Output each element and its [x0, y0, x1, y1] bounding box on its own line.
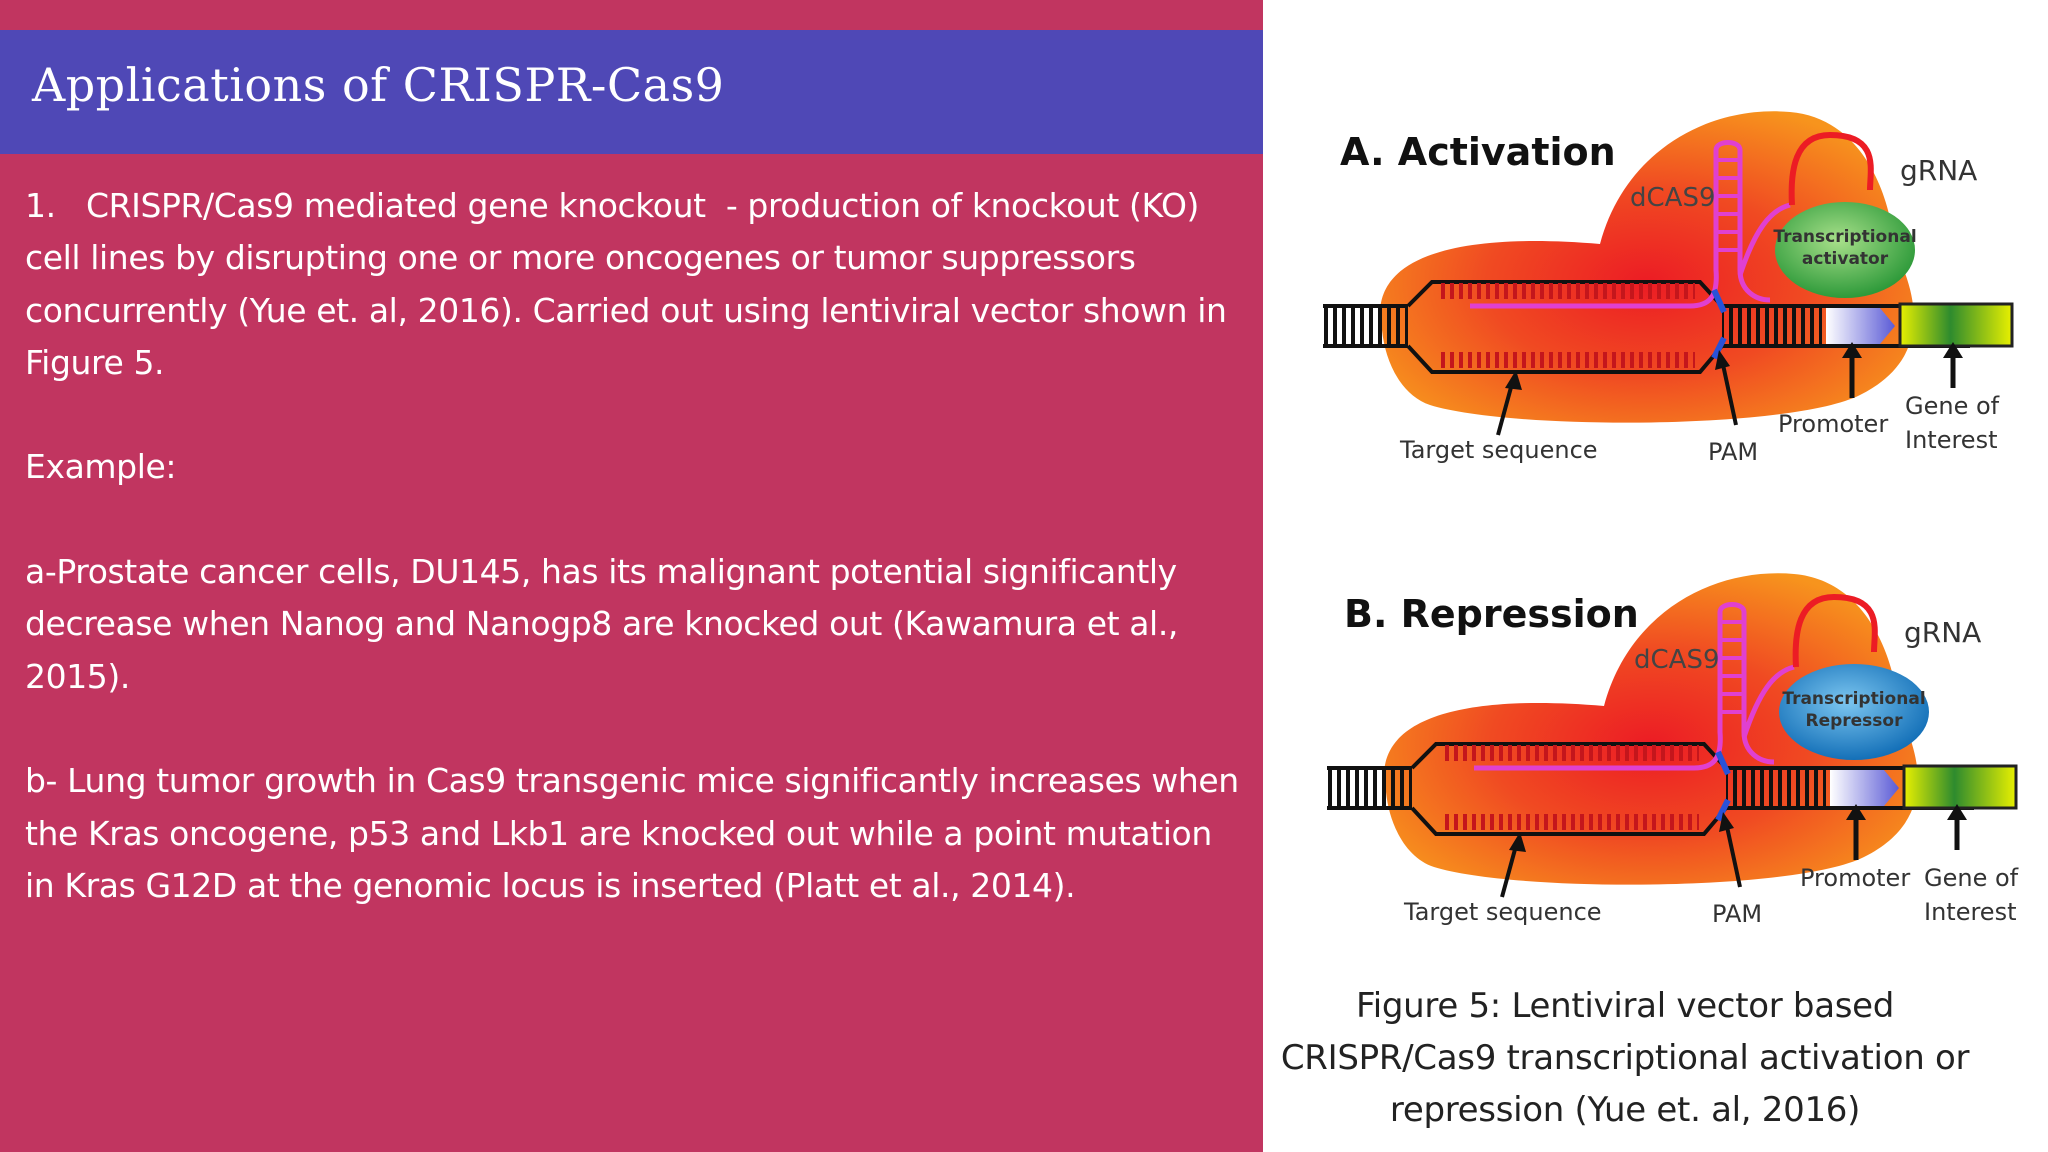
dcas9-label: dCAS9: [1634, 645, 1720, 675]
gene-label-line2: Interest: [1924, 898, 2016, 926]
transcriptional-activator: [1775, 202, 1915, 298]
spacer: [25, 703, 1250, 755]
panel-repression: Transcriptional Repressor B. Repression …: [1327, 573, 2019, 928]
nontarget-strand-rungs: [1444, 814, 1699, 830]
promoter-arrow: [1830, 770, 1899, 806]
spacer: [25, 494, 1250, 546]
target-sequence-label: Target sequence: [1399, 436, 1598, 464]
grna-strand: [1474, 602, 1775, 771]
crispr-figure: Transcriptional activator A. Activation …: [1323, 111, 2019, 928]
grna-label: gRNA: [1900, 154, 1977, 187]
target-sequence-label: Target sequence: [1403, 898, 1602, 926]
target-strand-rungs: [1444, 745, 1699, 761]
promoter-label: Promoter: [1778, 410, 1888, 438]
gene-label-line1: Gene of: [1924, 864, 2019, 892]
nontarget-strand-rungs: [1440, 352, 1695, 368]
gene-box: [1898, 302, 2014, 348]
panel-activation: Transcriptional activator A. Activation …: [1323, 111, 2014, 466]
promoter-arrow: [1826, 308, 1895, 344]
grna-strand: [1470, 140, 1771, 309]
pam-label: PAM: [1708, 438, 1758, 466]
dna-left-rungs: [1327, 770, 1412, 806]
paragraph-example-a: a-Prostate cancer cells, DU145, has its …: [25, 552, 1179, 696]
title-bar: [0, 30, 1263, 154]
gene-box: [1902, 764, 2018, 810]
slide-content-panel: [0, 0, 1263, 1152]
figure-caption: Figure 5: Lentiviral vector based CRISPR…: [1280, 986, 1970, 1130]
pam-mark: [1715, 750, 1731, 776]
dcas9-label: dCAS9: [1630, 183, 1716, 213]
figure-area: Transcriptional activator A. Activation …: [1270, 0, 2048, 1152]
grna-label: gRNA: [1904, 616, 1981, 649]
dna-right-rungs: [1722, 308, 1822, 344]
effector-label-line2: Repressor: [1805, 711, 1903, 731]
dna-right-rungs: [1726, 770, 1826, 806]
dna-left-rungs: [1323, 308, 1408, 344]
linker: [1788, 131, 1874, 206]
panel-heading: B. Repression: [1344, 592, 1639, 636]
paragraph-example-label: Example:: [25, 447, 177, 487]
effector-label-line1: Transcriptional: [1782, 689, 1925, 709]
transcriptional-repressor: [1779, 664, 1929, 760]
spacer: [25, 389, 1250, 441]
paragraph-knockout: 1. CRISPR/Cas9 mediated gene knockout - …: [25, 186, 1227, 382]
effector-label-line1: Transcriptional: [1773, 227, 1916, 247]
pam-mark: [1711, 288, 1727, 314]
linker: [1792, 593, 1878, 668]
gene-label-line2: Interest: [1905, 426, 1997, 454]
pam-label: PAM: [1712, 900, 1762, 928]
effector-label-line2: activator: [1802, 249, 1889, 269]
slide-body: 1. CRISPR/Cas9 mediated gene knockout - …: [25, 180, 1250, 912]
gene-label-line1: Gene of: [1905, 392, 2000, 420]
promoter-label: Promoter: [1800, 864, 1910, 892]
slide-title: Applications of CRISPR-Cas9: [32, 58, 725, 112]
panel-heading: A. Activation: [1340, 130, 1616, 174]
target-strand-rungs: [1440, 283, 1695, 299]
paragraph-example-b: b- Lung tumor growth in Cas9 transgenic …: [25, 761, 1239, 905]
